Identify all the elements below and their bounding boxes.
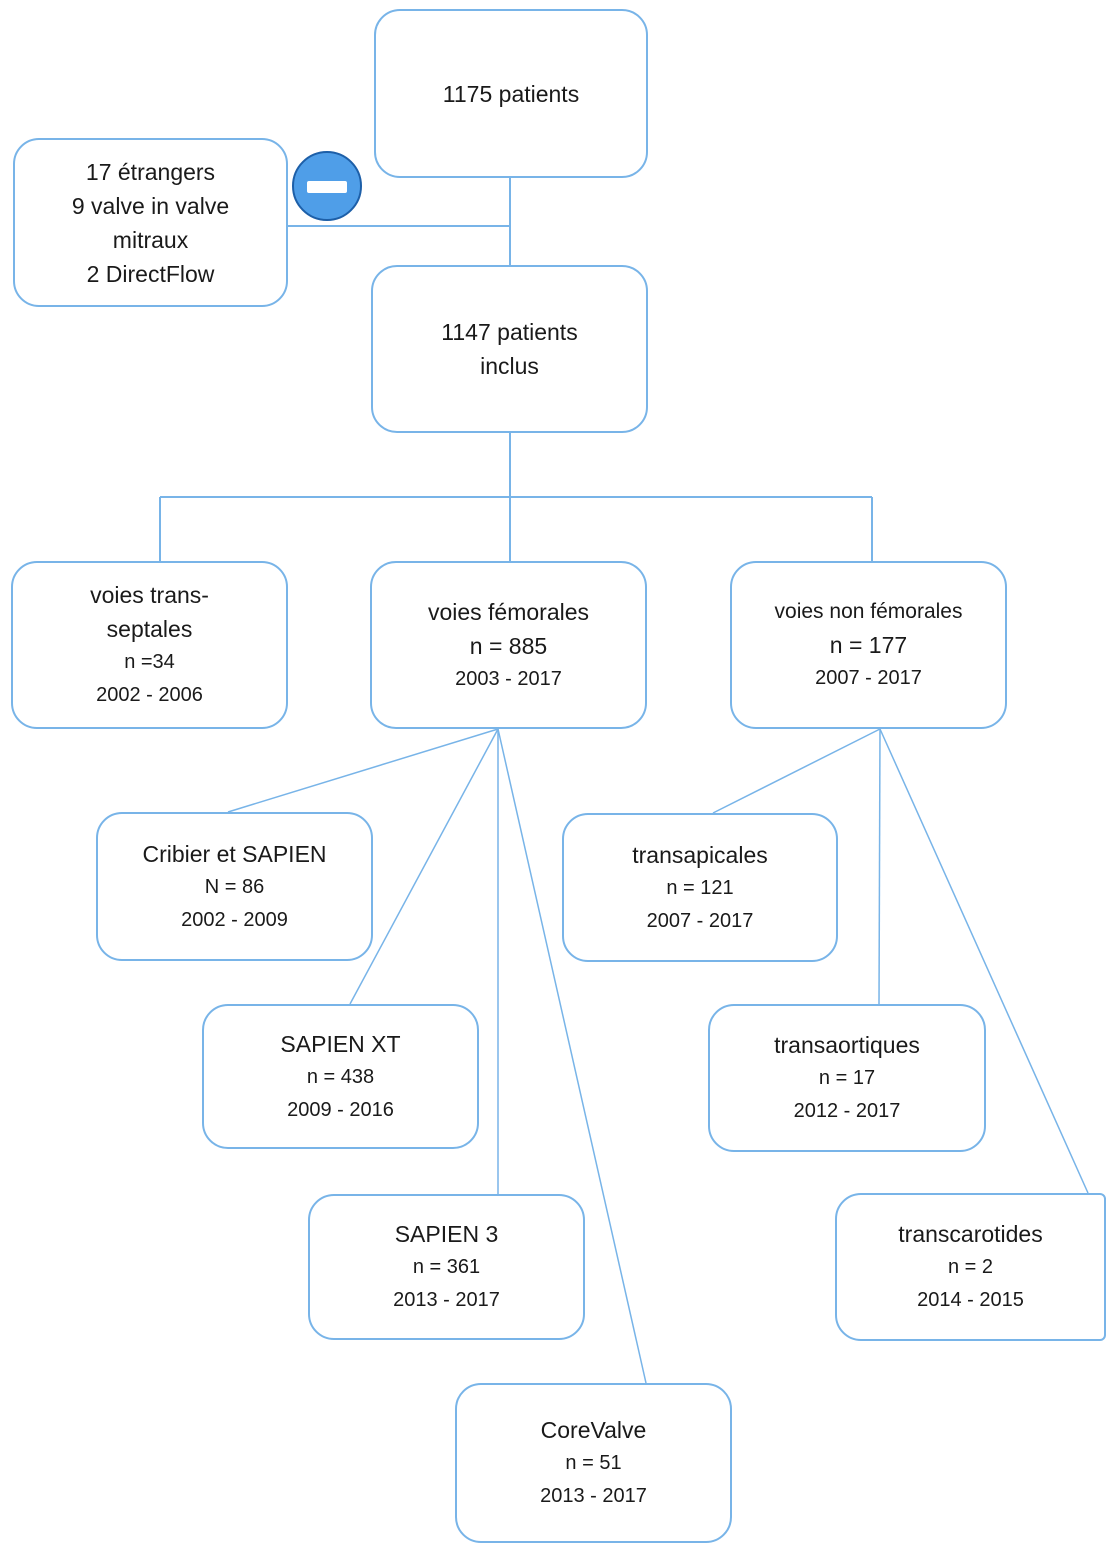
box-transcarotid-label: transcarotides — [898, 1221, 1043, 1247]
box-sapien-xt: SAPIEN XT n = 438 2009 - 2016 — [202, 1004, 479, 1149]
minus-circle-icon — [292, 151, 362, 221]
box-nonfemoral-count: n = 177 — [829, 632, 908, 658]
box-excluded-line4: 2 DirectFlow — [86, 260, 215, 287]
box-transaortic: transaortiques n = 17 2012 - 2017 — [708, 1004, 986, 1152]
box-cribier-count: N = 86 — [204, 875, 265, 898]
box-transseptal-line1: voies trans- — [90, 582, 209, 608]
box-corevalve: CoreValve n = 51 2013 - 2017 — [455, 1383, 732, 1543]
box-corevalve-years: 2013 - 2017 — [540, 1485, 647, 1507]
box-corevalve-label: CoreValve — [540, 1417, 647, 1443]
box-transapical-years: 2007 - 2017 — [646, 909, 754, 932]
box-transseptal-line2: septales — [106, 616, 193, 642]
box-cribier-label: Cribier et SAPIEN — [142, 840, 327, 867]
box-nonfemoral-years: 2007 - 2017 — [815, 667, 922, 689]
box-excluded-line2: 9 valve in valve — [71, 192, 230, 219]
box-transapical: transapicales n = 121 2007 - 2017 — [562, 813, 838, 962]
box-included: 1147 patients inclus — [371, 265, 648, 433]
minus-bar — [307, 181, 347, 193]
box-femoral-count: n = 885 — [469, 632, 548, 659]
connector-femoral-to-sapienxt — [349, 728, 499, 1005]
box-corevalve-count: n = 51 — [565, 1452, 622, 1474]
box-excluded-line3: mitraux — [112, 226, 189, 253]
box-sapien-3: SAPIEN 3 n = 361 2013 - 2017 — [308, 1194, 585, 1340]
box-transaortic-count: n = 17 — [818, 1067, 876, 1089]
box-transcarotid: transcarotides n = 2 2014 - 2015 — [835, 1193, 1106, 1341]
box-transseptal: voies trans- septales n =34 2002 - 2006 — [11, 561, 288, 729]
connector-nonfemoral-to-transapical — [712, 728, 881, 814]
box-excluded-line1: 17 étrangers — [85, 158, 216, 185]
box-transapical-count: n = 121 — [666, 876, 734, 899]
box-femoral-label: voies fémorales — [427, 598, 590, 625]
box-transcarotid-count: n = 2 — [947, 1256, 994, 1278]
box-transcarotid-years: 2014 - 2015 — [917, 1289, 1024, 1311]
box-transaortic-years: 2012 - 2017 — [793, 1100, 901, 1122]
box-transapical-label: transapicales — [632, 841, 768, 868]
box-sapien3-label: SAPIEN 3 — [394, 1221, 499, 1247]
box-sapienxt-years: 2009 - 2016 — [287, 1098, 394, 1121]
box-included-line1: 1147 patients — [441, 319, 578, 345]
box-femoral: voies fémorales n = 885 2003 - 2017 — [370, 561, 647, 729]
connector-femoral-to-corevalve — [497, 728, 647, 1384]
box-cribier-sapien: Cribier et SAPIEN N = 86 2002 - 2009 — [96, 812, 373, 961]
box-sapienxt-label: SAPIEN XT — [280, 1030, 401, 1057]
box-included-line2: inclus — [480, 353, 539, 379]
box-total-patients: 1175 patients — [374, 9, 648, 178]
box-transseptal-count: n =34 — [124, 651, 175, 673]
box-total-line1: 1175 patients — [442, 80, 580, 107]
box-excluded: 17 étrangers 9 valve in valve mitraux 2 … — [13, 138, 288, 307]
connector-femoral-to-cribier — [227, 728, 499, 813]
box-sapienxt-count: n = 438 — [306, 1065, 375, 1088]
connector-nonfemoral-to-transcarotid — [879, 728, 1089, 1194]
box-transaortic-label: transaortiques — [774, 1032, 920, 1058]
box-transseptal-years: 2002 - 2006 — [96, 684, 203, 706]
box-cribier-years: 2002 - 2009 — [181, 908, 288, 931]
box-nonfemoral-label: voies non fémorales — [774, 600, 963, 623]
box-sapien3-count: n = 361 — [412, 1256, 481, 1278]
connector-nonfemoral-to-transaortic — [878, 728, 881, 1005]
box-femoral-years: 2003 - 2017 — [455, 667, 562, 690]
box-non-femoral: voies non fémorales n = 177 2007 - 2017 — [730, 561, 1007, 729]
box-sapien3-years: 2013 - 2017 — [393, 1289, 500, 1311]
